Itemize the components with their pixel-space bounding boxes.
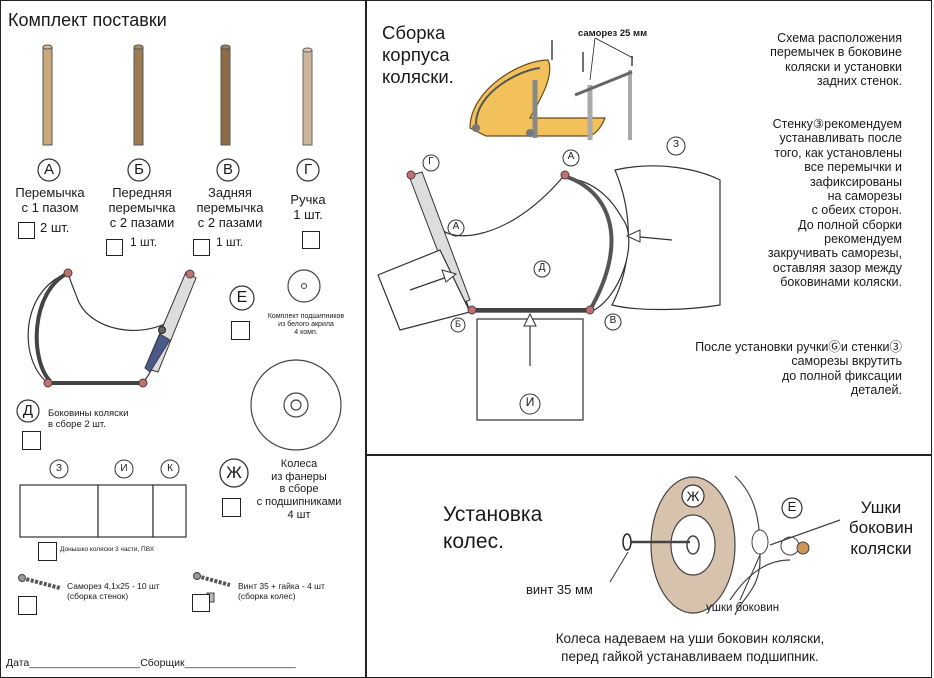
dowel-a-drawing xyxy=(42,44,53,146)
wheel-install-note: Колеса надеваем на уши боковин коляски,п… xyxy=(555,631,825,665)
letter-circle-b xyxy=(127,158,151,182)
bolts-checkbox[interactable] xyxy=(192,594,210,612)
bolt-35-label: винт 35 мм xyxy=(526,582,593,597)
scheme-label-z: З xyxy=(672,139,680,150)
scheme-circle-d xyxy=(533,260,551,278)
wheel-install-letter-zh: Ж xyxy=(686,488,700,504)
wheel-circle-e xyxy=(781,497,803,519)
wheel-install-drawing xyxy=(609,475,841,616)
scheme-label-b: Б xyxy=(455,319,461,329)
bearing-letter: Е xyxy=(236,289,248,306)
part-b-checkbox[interactable] xyxy=(106,239,123,256)
letter-circle-k xyxy=(160,459,180,479)
part-g-letter: Г xyxy=(303,161,313,178)
wheel-letter: Ж xyxy=(226,463,242,482)
part-a-checkbox[interactable] xyxy=(18,222,35,239)
scheme-circle-i xyxy=(519,393,541,415)
letter-circle-a xyxy=(37,158,61,182)
scheme-circle-a2 xyxy=(447,219,465,237)
footer-signature-line: Дата___________________Сборщик__________… xyxy=(6,657,296,669)
bottom-letter-z: З xyxy=(55,463,63,474)
dowel-v-drawing xyxy=(220,44,231,146)
part-g-checkbox[interactable] xyxy=(302,231,320,249)
scheme-circle-a xyxy=(562,149,580,167)
side-letter: Д xyxy=(22,402,34,419)
part-v-checkbox[interactable] xyxy=(193,239,210,256)
bearing-checkbox[interactable] xyxy=(231,321,250,340)
scheme-label-a2: А xyxy=(452,221,460,232)
bottom-panels-drawing xyxy=(19,484,187,538)
screw-icon xyxy=(18,574,61,590)
letter-circle-i xyxy=(114,459,134,479)
scheme-circle-z xyxy=(666,136,686,156)
letter-circle-g xyxy=(296,158,320,182)
bolts-caption: Винт 35 + гайка - 4 шт(сборка колес) xyxy=(238,581,325,601)
letter-circle-d xyxy=(16,399,40,423)
scheme-label-a: А xyxy=(567,151,575,162)
scheme-circle-b xyxy=(450,317,466,333)
assembly-scheme-drawing xyxy=(377,165,721,421)
part-b-letter: Б xyxy=(134,161,144,178)
side-checkbox[interactable] xyxy=(22,431,41,450)
scheme-label-g: Г xyxy=(428,156,434,167)
bottom-caption: Донышко коляски 3 части, ПВХ xyxy=(60,546,155,553)
scheme-circle-g xyxy=(422,154,440,172)
side-piece-drawing xyxy=(27,268,197,388)
wheel-drawing xyxy=(250,359,342,451)
screws-caption: Саморез 4,1х25 - 10 шт(сборка стенок) xyxy=(67,581,160,601)
screws-checkbox[interactable] xyxy=(18,596,37,615)
left-title: Комплект поставки xyxy=(8,10,167,30)
bolt-icon xyxy=(193,572,231,603)
wheel-checkbox[interactable] xyxy=(222,498,241,517)
wheel-circle-zh xyxy=(681,484,705,508)
dowel-g-drawing xyxy=(302,47,313,146)
bearing-drawing xyxy=(287,269,321,303)
ears-side-label: ушки боковин xyxy=(706,602,780,614)
letter-circle-v xyxy=(216,158,240,182)
screw-25-label: саморез 25 мм xyxy=(578,28,648,39)
scheme-circle-v xyxy=(604,313,622,331)
bottom-letter-i: И xyxy=(120,463,128,474)
wheel-install-letter-e: Е xyxy=(787,499,797,514)
letter-circle-e xyxy=(229,285,255,311)
letter-circle-zh xyxy=(219,458,249,488)
scheme-label-d: Д xyxy=(538,262,546,273)
scheme-label-i: И xyxy=(525,395,535,409)
bottom-letter-k: К xyxy=(167,463,173,474)
scheme-label-v: В xyxy=(609,315,617,326)
letter-circle-z xyxy=(49,459,69,479)
assembly-3d-drawing xyxy=(469,37,634,140)
part-b-qty: 1 шт. xyxy=(130,235,158,249)
dowel-b-drawing xyxy=(133,44,144,146)
bottom-checkbox[interactable] xyxy=(38,542,57,561)
part-v-qty: 1 шт. xyxy=(216,235,244,249)
part-v-letter: В xyxy=(222,161,233,178)
part-a-letter: А xyxy=(43,161,54,178)
part-a-qty: 2 шт. xyxy=(40,220,70,235)
